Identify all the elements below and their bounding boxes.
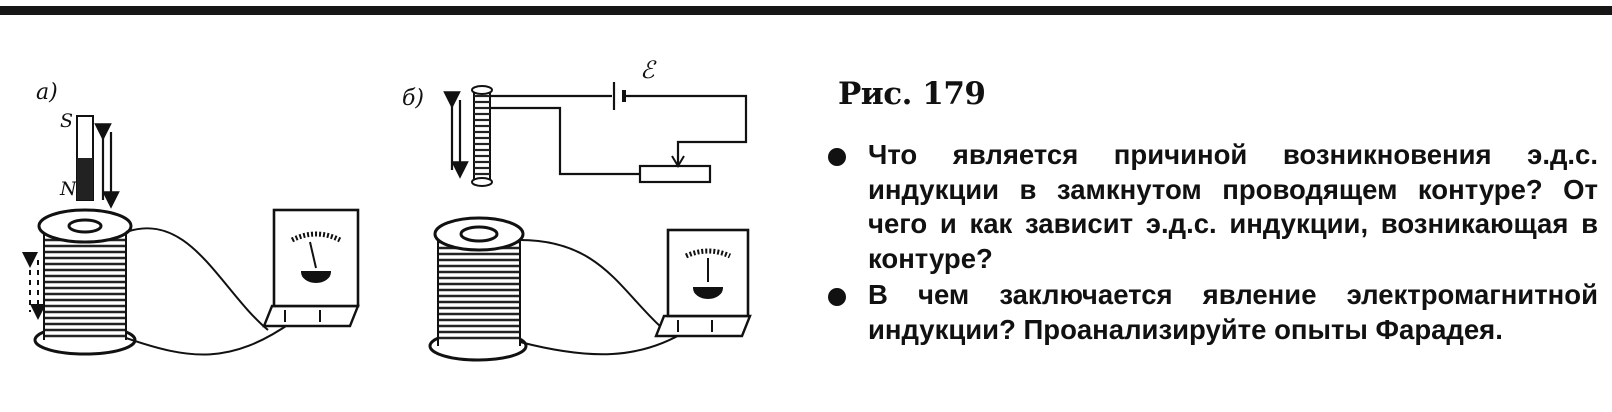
top-rule — [0, 6, 1612, 15]
bullet-icon — [828, 288, 846, 306]
primary-coil-motion-arrows — [443, 91, 469, 179]
galvanometer-a — [262, 208, 360, 328]
coil-a — [33, 208, 137, 356]
figure-drawing — [22, 82, 752, 362]
figure-caption: Рис. 179 — [838, 76, 986, 112]
question-text: Что является причиной возникновения э.д.… — [868, 139, 1598, 274]
figure-label-b: б) — [402, 86, 425, 111]
question-list: Что является причиной возникновения э.д.… — [828, 138, 1598, 349]
primary-coil — [471, 85, 493, 187]
emf-label: ℰ — [640, 56, 655, 84]
coil-b — [428, 216, 528, 362]
magnet-south-pole-label: S — [60, 110, 74, 132]
galvanometer-b — [654, 228, 752, 338]
primary-circuit — [490, 82, 748, 184]
rheostat-slider-icon — [671, 155, 685, 168]
question-text: В чем заключается явление электромагнитн… — [868, 279, 1598, 345]
bar-magnet — [76, 115, 94, 201]
figure-label-a: а) — [36, 80, 58, 105]
faraday-experiments-figure: а) б) S N ℰ — [0, 56, 800, 412]
question-item: В чем заключается явление электромагнитн… — [828, 278, 1598, 347]
bullet-icon — [828, 148, 846, 166]
question-item: Что является причиной возникновения э.д.… — [828, 138, 1598, 276]
magnet-motion-arrows — [94, 123, 120, 209]
magnet-north-pole-label: N — [60, 178, 77, 200]
coil-motion-arrows — [22, 252, 46, 320]
